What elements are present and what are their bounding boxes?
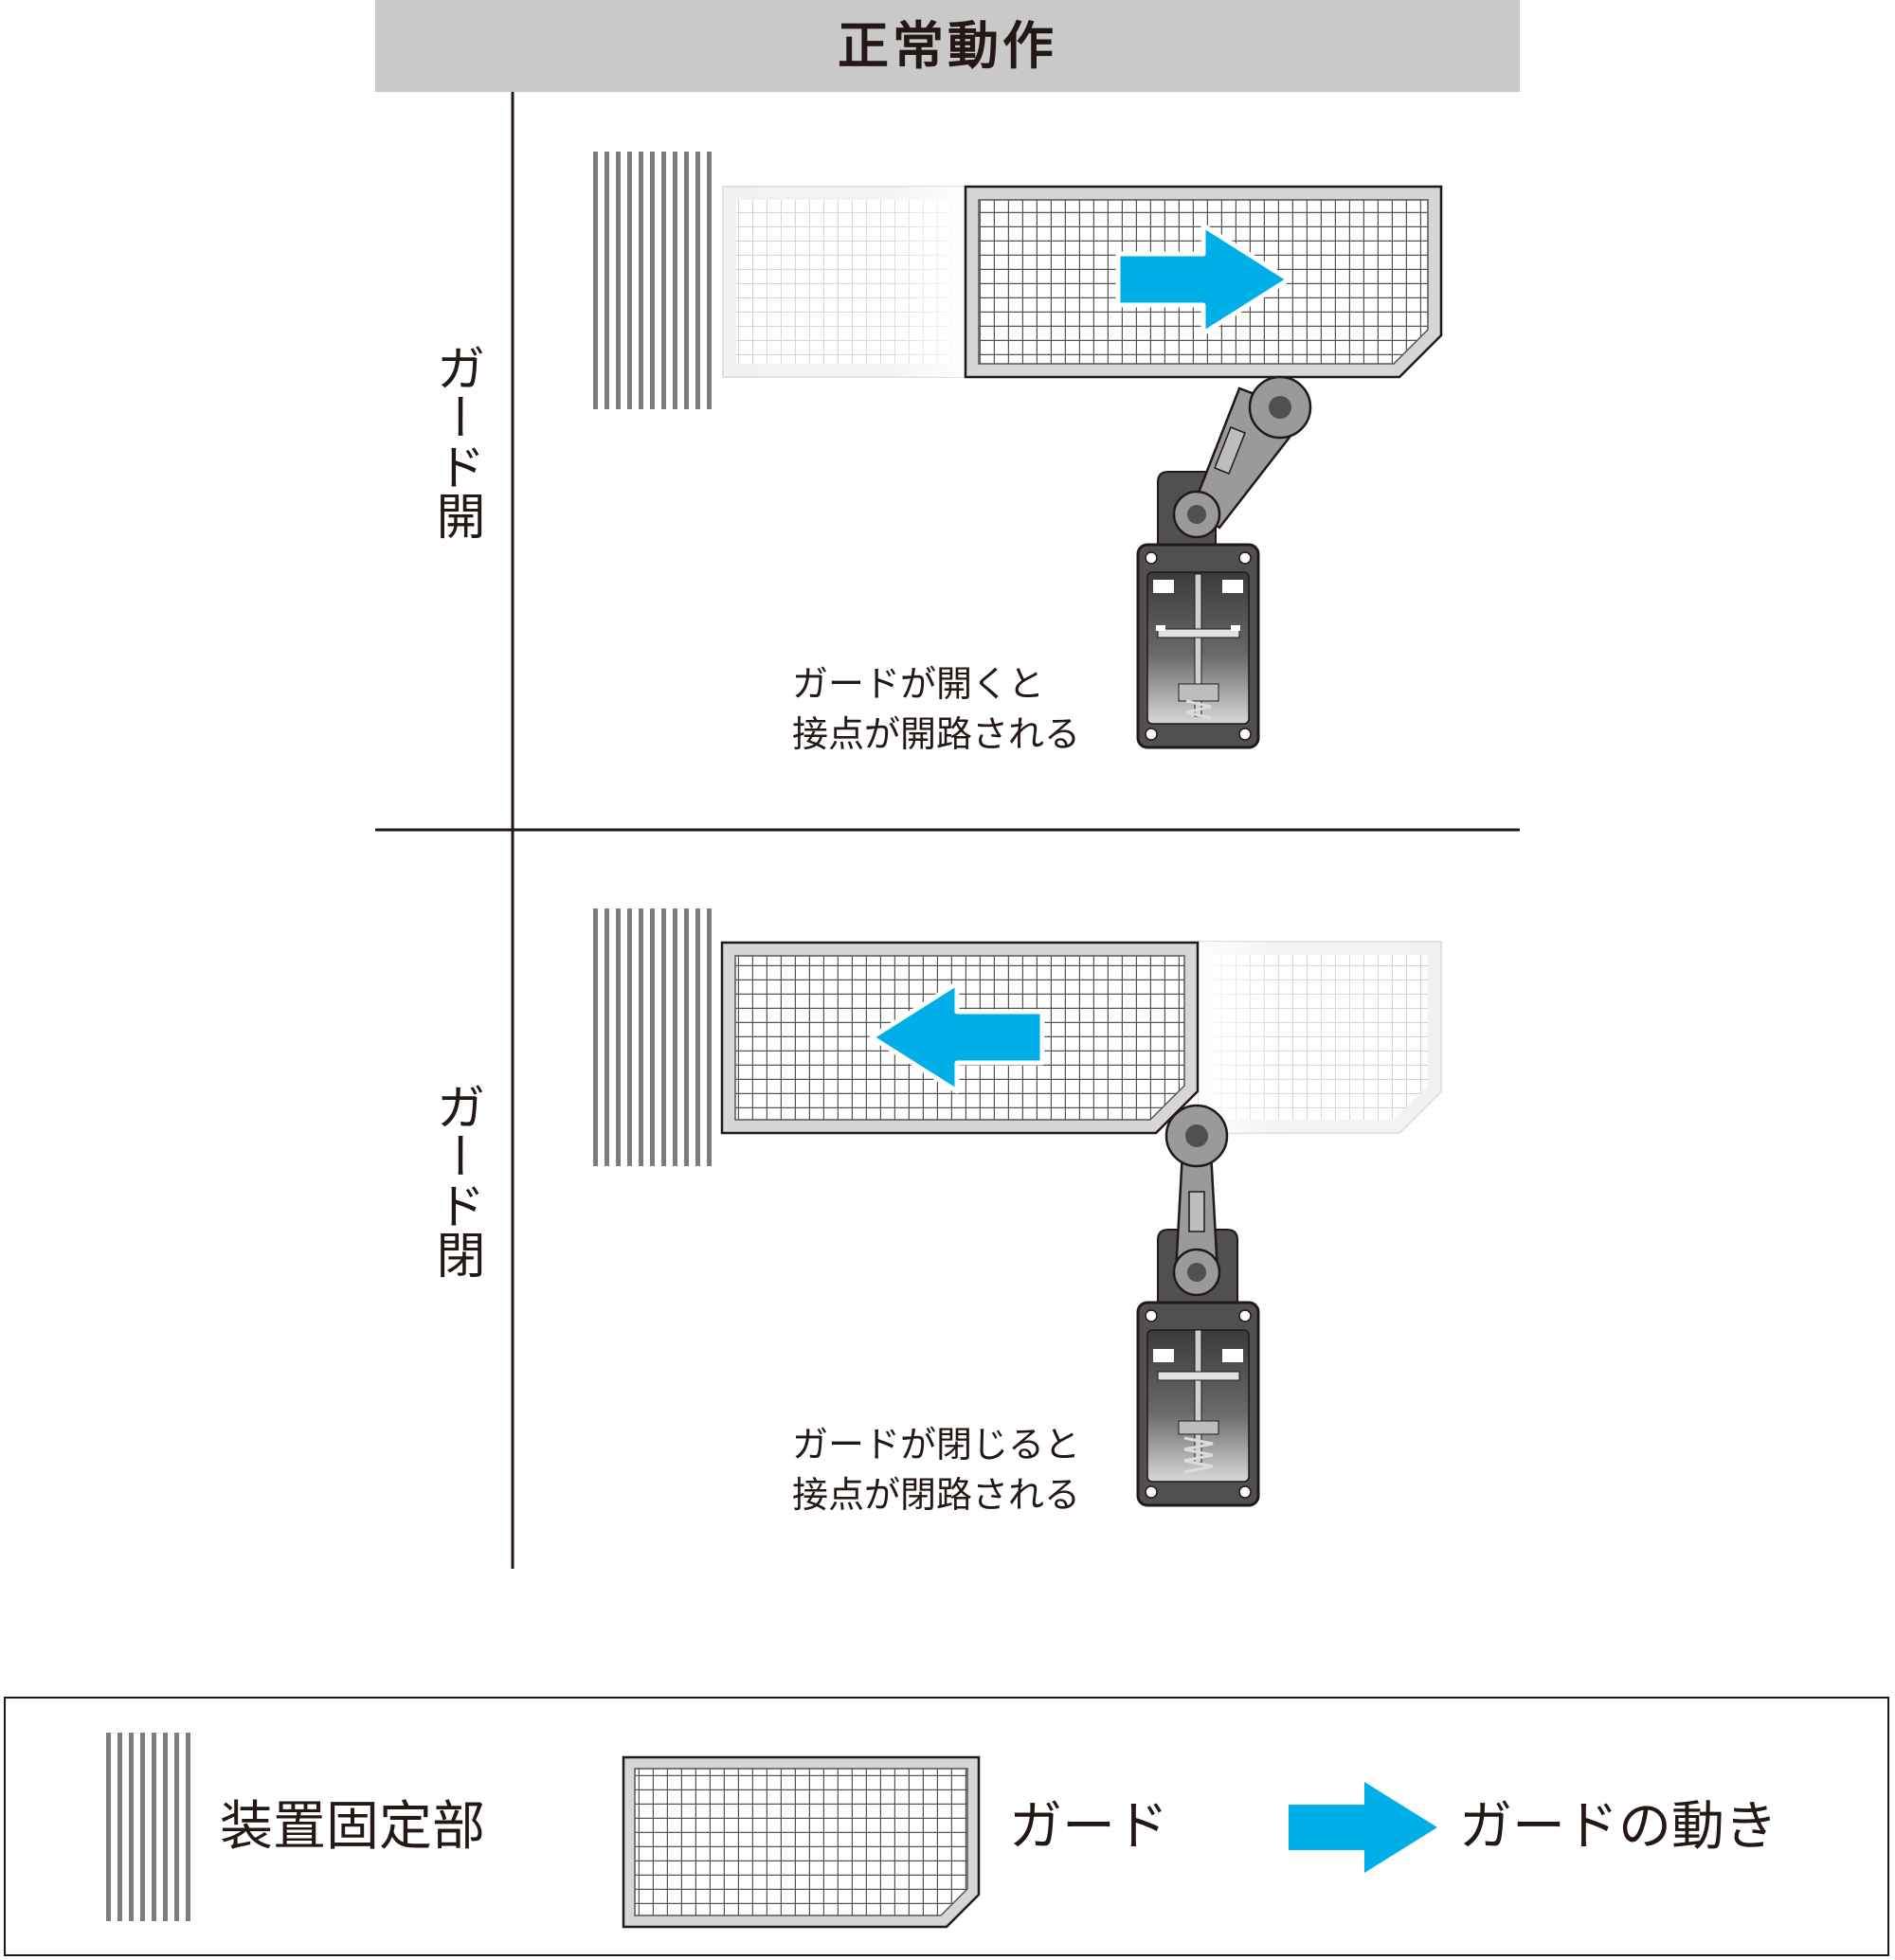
page-title: 正常動作	[838, 16, 1057, 76]
header-bar	[375, 0, 1520, 92]
fixed-part-row2	[593, 908, 712, 1166]
row-label-guard-open: ガード開	[427, 343, 484, 540]
legend-arrow-swatch	[1289, 1782, 1437, 1873]
legend-box	[4, 1697, 1889, 1956]
guard-ghost-row1	[722, 186, 966, 378]
legend-fixed-part-label: 装置固定部	[220, 1796, 485, 1858]
fixed-part-row1	[593, 152, 712, 409]
legend-fixed-part-swatch	[106, 1733, 190, 1921]
guard-motion-arrow-right	[1115, 223, 1291, 336]
row-label-guard-closed: ガード閉	[427, 1082, 484, 1279]
legend-guard-motion-label: ガードの動き	[1459, 1796, 1778, 1858]
caption-open-line1: ガードが開くと	[792, 663, 1045, 705]
caption-open-line2: 接点が開路される	[792, 713, 1081, 755]
caption-closed-line2: 接点が閉路される	[792, 1474, 1081, 1516]
limit-switch-row2	[1136, 1104, 1260, 1507]
limit-switch-row1	[1136, 375, 1312, 749]
legend-guard-swatch	[622, 1755, 981, 1929]
caption-closed-line1: ガードが閉じると	[792, 1424, 1081, 1466]
legend-guard-label: ガード	[1009, 1796, 1168, 1858]
guard-ghost-row2	[1198, 941, 1442, 1134]
guard-motion-arrow-left	[869, 980, 1045, 1094]
